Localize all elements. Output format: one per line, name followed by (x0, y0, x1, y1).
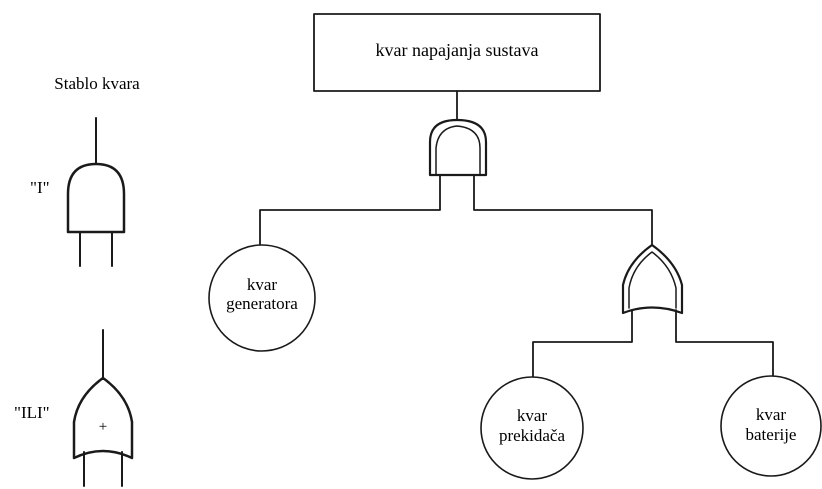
legend-or-symbol: + (99, 419, 107, 435)
battery-fault-event (720, 375, 822, 477)
top-event-label: kvar napajanja sustava (376, 40, 539, 60)
legend-title: Stablo kvara (54, 74, 140, 93)
switch-fault-event (480, 376, 584, 480)
battery-fault-line1: kvar (756, 405, 787, 424)
legend-or-label: "ILI" (14, 403, 50, 422)
generator-fault-line1: kvar (247, 275, 278, 294)
legend-or-gate-icon (72, 329, 134, 487)
switch-fault-line1: kvar (517, 406, 548, 425)
generator-fault-event (208, 244, 316, 352)
connector-and-to-children (259, 174, 653, 251)
top-event-box (313, 13, 601, 92)
or-gate-icon (621, 243, 684, 315)
connector-or-to-children (532, 309, 774, 381)
battery-fault-line2: baterije (746, 425, 797, 444)
and-gate-icon (428, 118, 488, 177)
legend-and-label: "I" (30, 178, 50, 197)
legend-and-gate-icon (66, 117, 126, 267)
generator-fault-line2: generatora (226, 294, 298, 313)
switch-fault-line2: prekidača (499, 426, 566, 445)
